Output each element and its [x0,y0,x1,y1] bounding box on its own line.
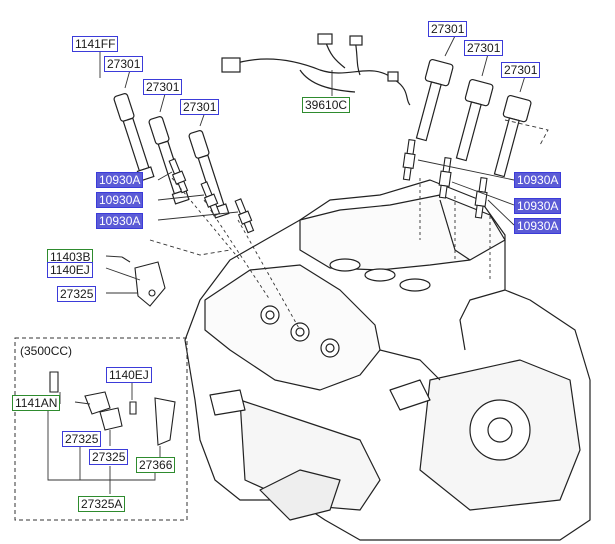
wiring-harness [221,33,411,106]
label-plug-right-2: 10930A [514,198,562,214]
label-coil-front-1: 27301 [428,21,468,37]
label-plug-left-1: 10930A [96,172,144,188]
label-bolt-1140ej: 1140EJ [47,262,93,278]
label-inset-1140ej: 1140EJ [106,367,152,383]
label-1141ff: 1141FF [72,36,119,52]
label-plug-right-1: 10930A [514,172,562,188]
label-coil-front-3: 27301 [501,62,541,78]
label-harness-39610c: 39610C [302,97,351,113]
label-inset-27325-2: 27325 [89,449,129,465]
label-plug-right-3: 10930A [514,218,562,234]
spark-plugs-right [402,138,488,219]
label-coil-rear-2: 27301 [143,79,183,95]
inset-3500cc [14,337,188,521]
label-coil-front-2: 27301 [464,40,504,56]
label-sensor-27325: 27325 [57,286,97,302]
label-inset-1141an: 1141AN [12,395,61,411]
label-inset-27366: 27366 [136,457,176,473]
callout-leaders [99,35,549,331]
label-plug-left-3: 10930A [96,213,144,229]
label-inset-27325a: 27325A [78,496,126,512]
engine-block [184,179,591,541]
inset-title: (3500CC) [20,344,73,358]
label-coil-rear-3: 27301 [180,99,220,115]
label-inset-27325-1: 27325 [62,431,102,447]
ignition-coils-right [415,58,532,178]
spark-plugs-left [168,158,255,234]
sensor-bracket [121,256,166,307]
label-coil-rear-1: 27301 [104,56,144,72]
label-plug-left-2: 10930A [96,192,144,208]
